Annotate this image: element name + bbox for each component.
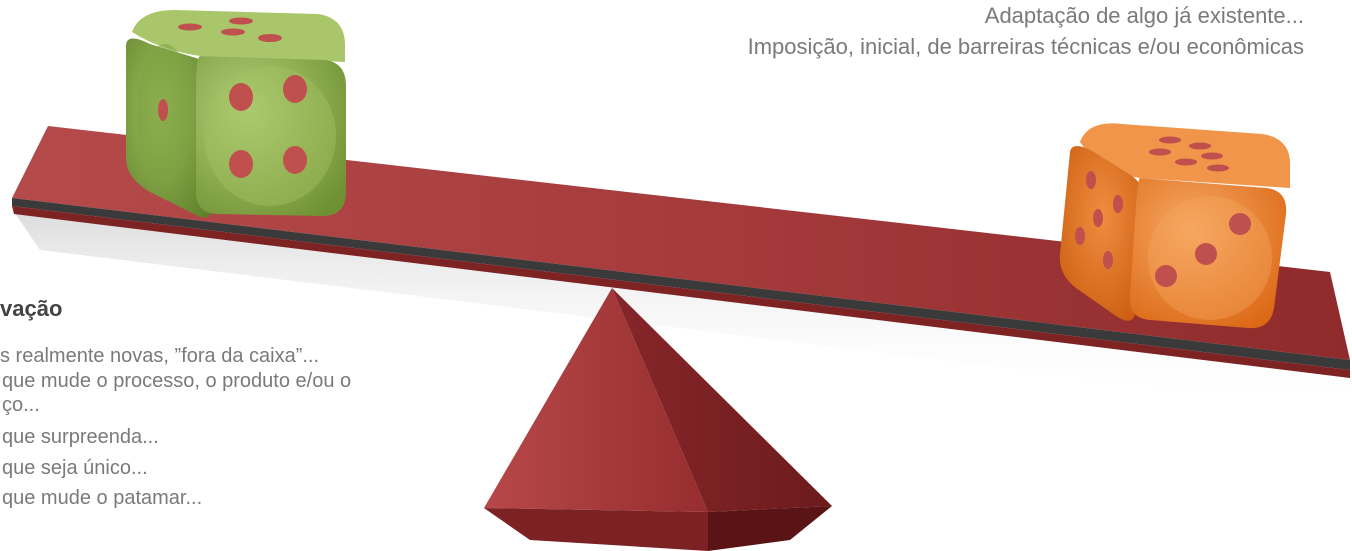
left-text-line: s realmente novas, ”fora da caixa”... [0, 345, 320, 367]
green-die [126, 10, 346, 218]
green-die-pip [229, 17, 253, 25]
fulcrum-pyramid [484, 288, 832, 551]
orange-die-pip [1155, 265, 1177, 287]
orange-die-pip [1149, 148, 1171, 156]
left-heading: vação [0, 297, 63, 321]
left-text-line: que seja único... [2, 457, 148, 479]
green-die-pip [178, 23, 202, 31]
left-text-line: que mude o patamar... [2, 487, 203, 509]
right-text-block: Adaptação de algo já existente... Imposi… [544, 0, 1304, 62]
right-text-line-1: Adaptação de algo já existente... [984, 3, 1304, 28]
orange-die-pip [1207, 164, 1229, 172]
orange-die-pip [1195, 243, 1217, 265]
orange-die-pip [1229, 213, 1251, 235]
orange-die-pip [1113, 195, 1123, 213]
left-text-line: que mude o processo, o produto e/ou o [2, 370, 352, 392]
green-die-pip [258, 34, 282, 42]
left-text-line: ço... [2, 394, 40, 416]
orange-die-pip [1075, 227, 1085, 245]
green-die-pip [158, 99, 168, 121]
green-die-pip [221, 28, 245, 36]
orange-die [1059, 123, 1291, 329]
green-die-pip [283, 146, 307, 174]
orange-die-pip [1086, 171, 1096, 189]
green-die-pip [283, 75, 307, 103]
orange-die-pip [1175, 158, 1197, 166]
orange-die-pip [1093, 209, 1103, 227]
green-die-pip [229, 83, 253, 111]
orange-die-pip [1103, 251, 1113, 269]
orange-die-pip [1159, 136, 1181, 144]
right-text-line-2: Imposição, inicial, de barreiras técnica… [747, 34, 1304, 59]
green-die-pip [229, 150, 253, 178]
orange-die-pip [1201, 152, 1223, 160]
seesaw-beam [12, 126, 1350, 378]
left-text-block: vação s realmente novas, ”fora da caixa”… [0, 297, 470, 551]
orange-die-pip [1189, 142, 1211, 150]
beam-shadow [14, 212, 1352, 410]
left-text-line: que surpreenda... [2, 426, 159, 448]
